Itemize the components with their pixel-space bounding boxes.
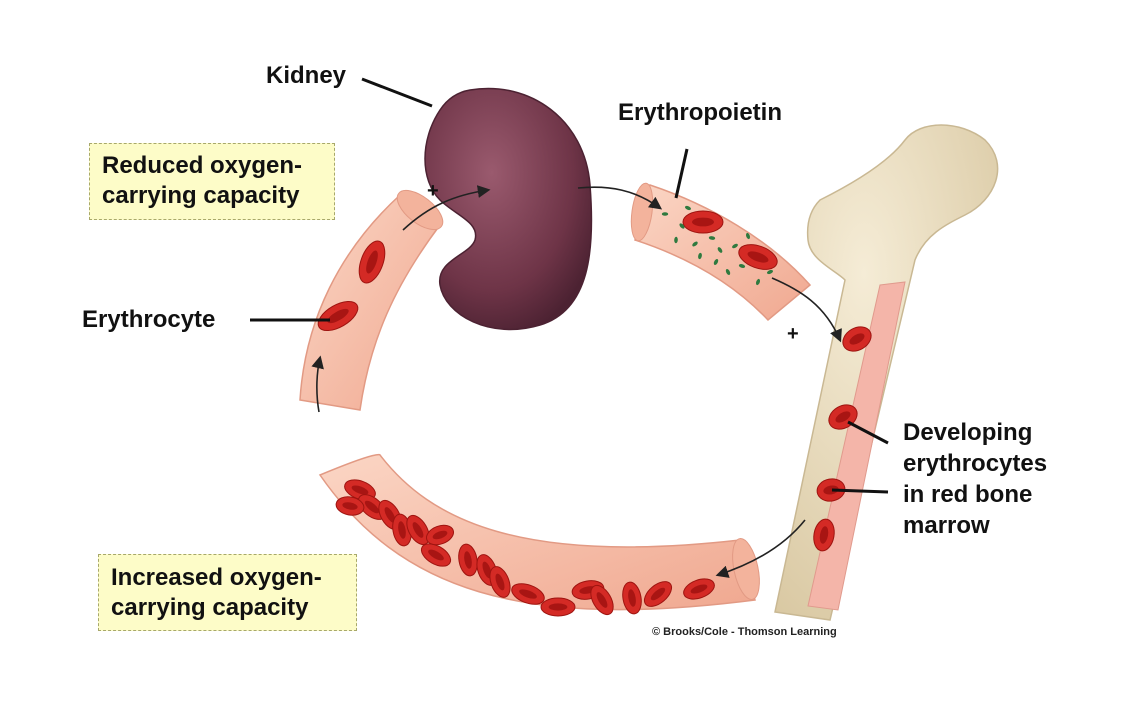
red-blood-cell <box>420 543 452 567</box>
flow-arrows <box>311 185 842 578</box>
reduced-capacity-box: Reduced oxygen- carrying capacity <box>89 143 335 220</box>
erythropoietin-dot <box>738 264 746 268</box>
developing-line-4: marrow <box>903 512 990 539</box>
erythropoietin-dot <box>679 223 685 229</box>
erythropoietin-dot <box>698 252 702 260</box>
developing-line-1: Developing <box>903 419 1033 446</box>
developing-erythrocytes-label: Developing erythrocytes in red bone marr… <box>903 417 1047 541</box>
red-blood-cell <box>540 597 576 617</box>
erythropoietin-dot <box>684 205 692 211</box>
red-blood-cell <box>489 566 511 598</box>
arrow-vessel-to-marrow <box>771 277 842 343</box>
erythropoietin-dot <box>674 236 678 244</box>
erythropoietin-dot <box>755 278 761 286</box>
increased-capacity-box: Increased oxygen- carrying capacity <box>98 554 357 631</box>
erythropoietin-dot <box>746 232 750 240</box>
erythropoietin-dot <box>708 236 716 240</box>
developing-line-3: in red bone <box>903 481 1033 508</box>
plus-sign-marrow: + <box>787 323 799 345</box>
arrow-kidney-to-vessel <box>577 186 663 210</box>
erythropoietin-dot <box>692 241 698 247</box>
red-blood-cell <box>683 578 715 600</box>
red-blood-cell <box>458 543 478 577</box>
red-blood-cell <box>511 583 545 605</box>
arrow-up-left <box>311 355 324 413</box>
vessel-left <box>299 189 444 411</box>
red-blood-cell <box>358 240 386 284</box>
red-blood-cell <box>813 518 835 552</box>
red-blood-cell <box>643 581 673 607</box>
erythropoietin-dot <box>766 269 774 275</box>
kidney <box>424 87 593 331</box>
reduced-line-1: Reduced oxygen- <box>102 152 303 179</box>
red-blood-cell <box>816 478 846 502</box>
red-blood-cell <box>317 300 359 332</box>
red-blood-cell <box>425 524 455 546</box>
leader-developing-2 <box>831 488 889 494</box>
erythropoietin-dot <box>732 243 738 249</box>
red-blood-cell <box>622 581 642 615</box>
arrow-marrow-to-vessel <box>715 519 806 578</box>
erythropoietin-dot <box>717 247 723 253</box>
leader-erythropoietin <box>674 148 689 199</box>
reduced-line-2: carrying capacity <box>102 182 300 209</box>
red-blood-cell <box>842 326 872 352</box>
erythropoietin-label: Erythropoietin <box>618 99 783 126</box>
red-blood-cells <box>317 210 872 617</box>
leader-lines <box>250 77 889 494</box>
red-blood-cell <box>590 584 614 616</box>
red-blood-cell <box>335 496 365 516</box>
red-blood-cell <box>738 244 778 270</box>
erythropoietin-dot <box>661 212 669 216</box>
copyright-credit: © Brooks/Cole - Thomson Learning <box>652 626 837 638</box>
leader-kidney <box>361 77 433 108</box>
erythropoietin-molecules <box>661 205 774 286</box>
developing-line-2: erythrocytes <box>903 450 1048 477</box>
kidney-label: Kidney <box>266 62 347 89</box>
plus-sign-kidney: + <box>427 180 439 202</box>
arrow-vessel-to-kidney <box>402 185 491 231</box>
erythrocyte-label: Erythrocyte <box>82 306 216 333</box>
red-blood-cell <box>682 210 724 234</box>
vessel-bottom <box>318 453 760 611</box>
increased-line-2: carrying capacity <box>111 594 309 621</box>
leader-developing-1 <box>847 420 889 445</box>
vessel-erythropoietin <box>630 182 812 322</box>
erythropoietin-dot <box>725 269 731 275</box>
increased-line-1: Increased oxygen- <box>111 564 322 591</box>
erythropoietin-dot <box>713 259 719 265</box>
